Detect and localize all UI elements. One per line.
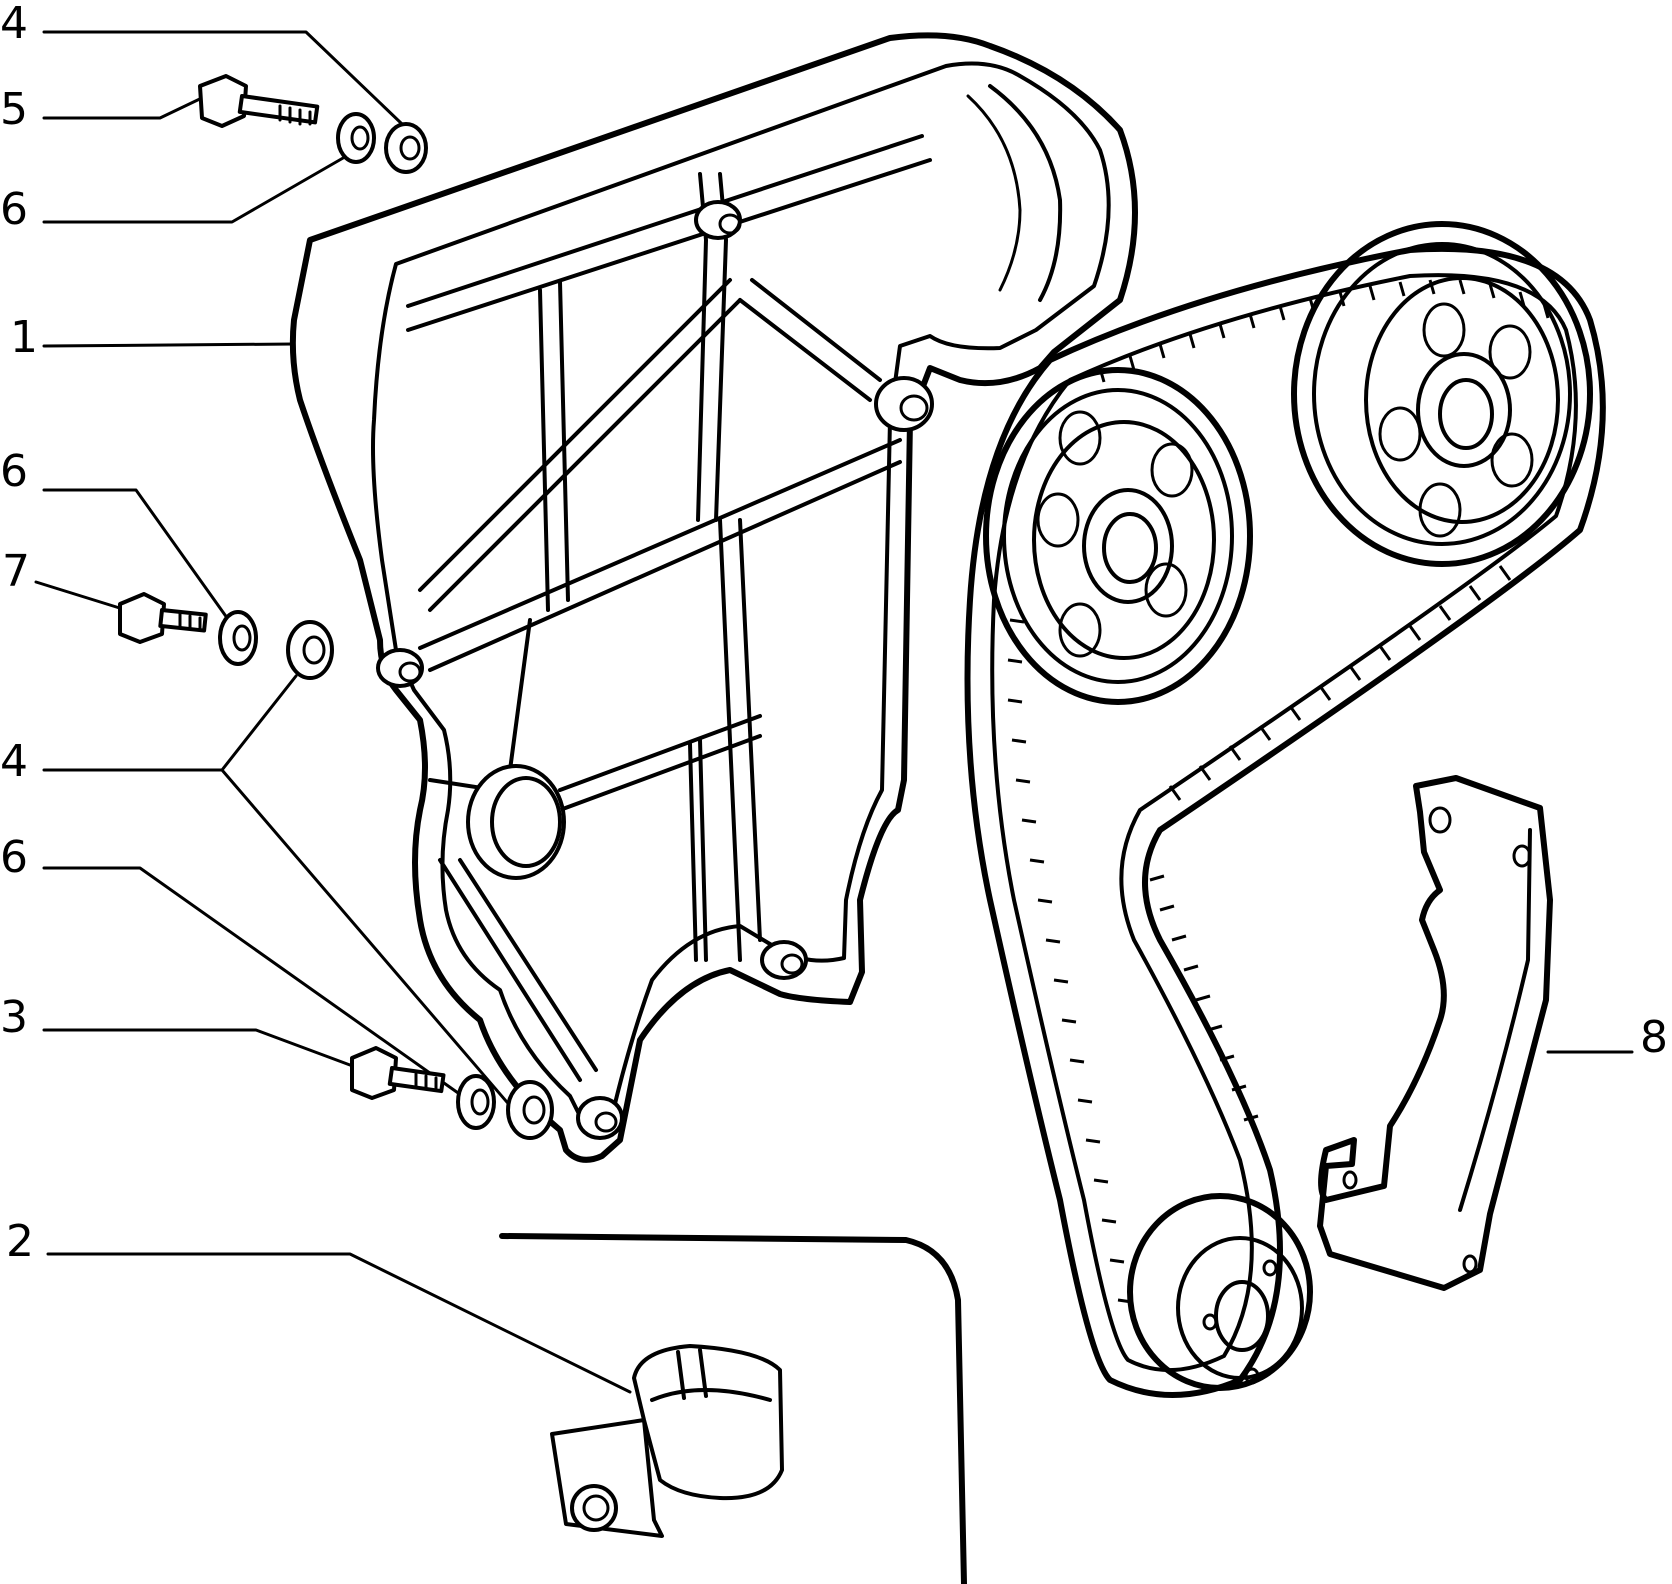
leader-1 [42,342,296,348]
grommet-4-low [506,1080,554,1140]
section-divider [499,1233,967,1584]
callout-labels: 4 5 6 1 6 7 4 6 3 2 8 [0,0,1668,1267]
part-8-bracket [1317,775,1553,1291]
leader-4-mid-b [220,768,514,1110]
leader-3 [42,1028,360,1070]
leader-6-mid [42,488,232,624]
callout-5: 5 [0,84,28,135]
cam-pulley-left [983,367,1253,705]
cover-ribs [406,134,932,1082]
cam-pulley-right [1291,221,1593,567]
leader-2 [46,1252,632,1394]
leader-4-mid [42,674,298,772]
leader-4-top [42,30,404,126]
callout-6-top: 6 [0,184,28,235]
leader-7 [34,580,128,612]
callout-8: 8 [1640,1012,1668,1063]
callout-4-top: 4 [0,0,28,49]
leader-6-low [42,866,470,1102]
leader-lines [34,30,1634,1394]
clip-barrel [632,1344,784,1501]
timing-belt-assembly [964,221,1606,1398]
leader-5 [42,94,208,120]
belt-outer [964,245,1606,1398]
callout-6-low: 6 [0,832,28,883]
bracket-edge [1458,828,1532,1212]
leader-6-top [42,152,352,224]
callout-1: 1 [10,312,38,363]
part-2-clip [550,1344,784,1538]
belt-inner [990,273,1578,1373]
cover-inner-rim [371,61,1111,1123]
belt-teeth [1007,279,1550,1304]
callout-3: 3 [0,992,28,1043]
washer-6-top [336,112,376,164]
grommet-4-top [384,122,428,174]
callout-6-mid: 6 [0,446,28,497]
cover-belt-arc-inner [966,94,1022,292]
grommet-4-mid [286,620,334,680]
callout-4-mid: 4 [0,736,28,787]
bracket-outline [1317,775,1553,1291]
bolt-7 [118,592,208,644]
washer-6-mid [218,610,258,666]
bolt-5 [198,74,320,128]
washers [218,112,554,1140]
bolt-3 [350,1046,446,1100]
cover-bosses [376,200,934,1140]
crank-pulley [1127,1193,1313,1391]
callout-7: 7 [2,546,30,597]
washer-6-low [456,1074,496,1130]
timing-cover [289,32,1138,1163]
cover-belt-arc [988,84,1063,302]
callout-2: 2 [6,1216,34,1267]
